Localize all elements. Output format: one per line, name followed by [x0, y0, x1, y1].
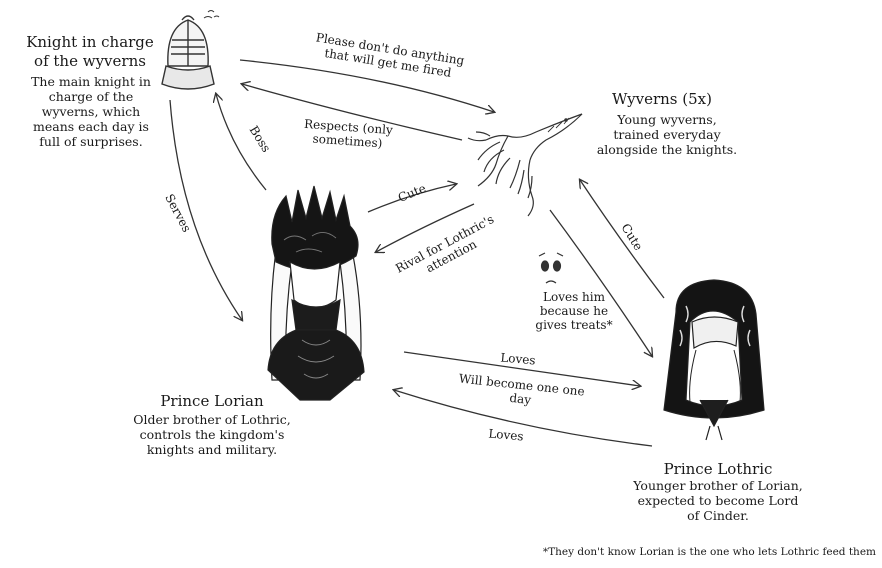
arrow-lothric-to-wyverns [580, 180, 665, 299]
knight-description: The main knight in charge of the wyverns… [31, 74, 151, 149]
footnote: *They don't know Lorian is the one who l… [542, 546, 876, 558]
prince-lothric-name: Prince Lothric [663, 460, 773, 478]
worried-face-icon [538, 252, 564, 284]
arrow-lorian-to-wyverns [367, 184, 456, 213]
arrow-wyverns-to-lorian [376, 203, 475, 252]
label-wyverns-to-lothric: Loves him because he gives treats* [535, 290, 613, 332]
prince-lothric-figure [663, 279, 765, 441]
arrow-wyverns-to-lothric [549, 209, 652, 356]
arrow-knight-to-wyverns [239, 59, 494, 112]
wyverns-description: Young wyverns, trained everyday alongsid… [596, 112, 738, 157]
arrow-wyverns-to-knight [242, 84, 463, 141]
knight-name: Knight in charge of the wyverns [26, 33, 154, 70]
arrow-knight-to-lorian [169, 99, 242, 320]
prince-lorian-name: Prince Lorian [160, 392, 264, 410]
prince-lorian-description: Older brother of Lothric, controls the k… [133, 412, 291, 457]
prince-lothric-description: Younger brother of Lorian, expected to b… [633, 478, 803, 523]
arrow-lorian-to-knight [216, 94, 267, 191]
knight-helmet-icon [161, 10, 220, 90]
arrow-lorian-to-lothric [403, 351, 640, 386]
wyvern-icon [467, 113, 583, 217]
prince-lorian-figure [267, 185, 365, 401]
arrow-lothric-to-lorian [394, 390, 653, 447]
wyverns-name: Wyverns (5x) [612, 90, 712, 108]
